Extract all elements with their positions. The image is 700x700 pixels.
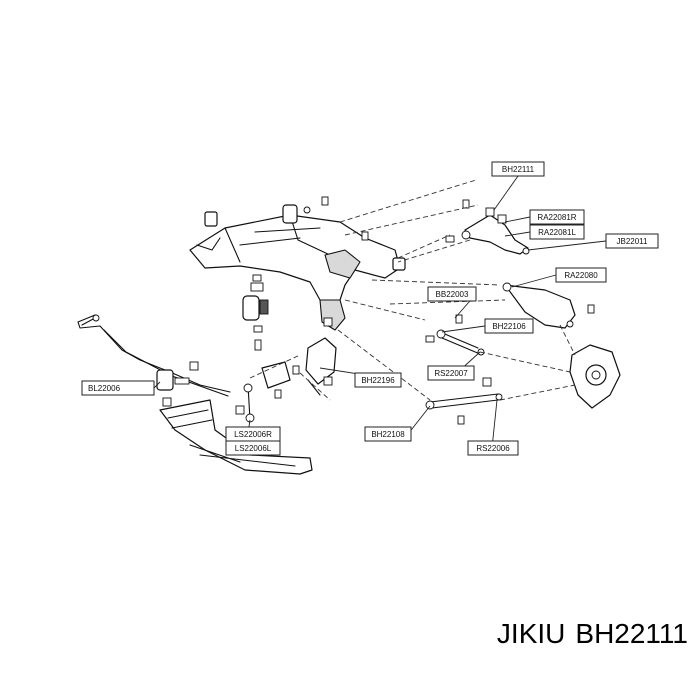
label-text: BH22108 xyxy=(371,430,405,439)
label-text: RA22080 xyxy=(564,271,598,280)
stabilizer-bar xyxy=(77,314,231,407)
label-text: RS22007 xyxy=(434,369,468,378)
label-rs22006: RS22006 xyxy=(467,440,519,456)
part-number: BH22111 xyxy=(575,618,688,649)
lower-frame-bracket xyxy=(159,399,313,475)
lateral-link-lower xyxy=(425,377,503,425)
label-text: RS22006 xyxy=(476,444,510,453)
label-text: RA22081L xyxy=(538,228,576,237)
label-bb22003: BB22003 xyxy=(427,286,477,302)
label-ls22006r: LS22006R xyxy=(225,426,281,442)
label-text: JB22011 xyxy=(617,237,649,246)
lower-control-arm xyxy=(455,282,595,329)
label-text: LS22006L xyxy=(235,444,272,453)
rear-subframe xyxy=(189,204,406,331)
label-text: BB22003 xyxy=(436,290,469,299)
label-bh22108: BH22108 xyxy=(364,426,412,442)
label-text: BL22006 xyxy=(88,384,121,393)
label-bh22106: BH22106 xyxy=(484,318,534,334)
label-jb22011: JB22011 xyxy=(605,233,659,249)
label-text: BH22196 xyxy=(361,376,395,385)
label-bh22111: BH22111 xyxy=(491,161,545,177)
label-text: BH22106 xyxy=(492,322,526,331)
stabilizer-bracket xyxy=(261,361,300,399)
subframe-top-hardware xyxy=(303,196,369,241)
lateral-link-upper xyxy=(425,329,485,356)
upper-control-arm xyxy=(445,199,530,255)
assembly-guide-lines xyxy=(249,179,576,401)
subframe-mount-hardware xyxy=(242,274,269,351)
label-bh22196: BH22196 xyxy=(354,372,402,388)
label-rs22007: RS22007 xyxy=(427,365,475,381)
label-ls22006l: LS22006L xyxy=(225,440,281,456)
stabilizer-link xyxy=(235,383,255,423)
label-bl22006: BL22006 xyxy=(81,380,155,396)
rear-knuckle xyxy=(569,344,621,409)
diff-mount-bracket xyxy=(305,317,337,396)
label-ra22081l: RA22081L xyxy=(529,224,585,240)
product-caption: JIKIU BH22111 xyxy=(497,618,688,650)
brand-name: JIKIU xyxy=(496,618,566,649)
label-text: BH22111 xyxy=(502,165,535,174)
label-ra22081r: RA22081R xyxy=(529,209,585,225)
label-text: RA22081R xyxy=(537,213,576,222)
label-text: LS22006R xyxy=(234,430,272,439)
label-ra22080: RA22080 xyxy=(555,267,607,283)
